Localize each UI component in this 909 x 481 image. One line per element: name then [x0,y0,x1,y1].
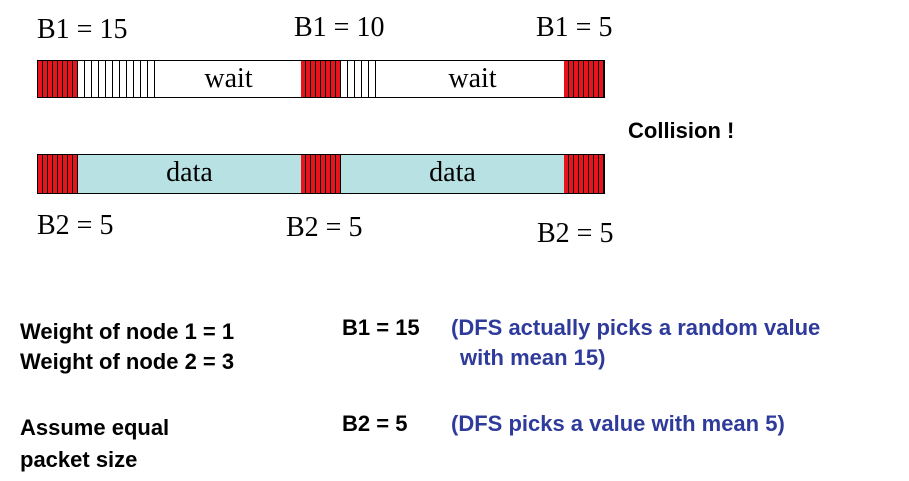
node1-wait-2: wait [381,61,564,97]
b2-label-2: B2 = 5 [286,212,363,243]
node1-slot-red-3 [564,61,604,97]
weight-node2-text: Weight of node 2 = 3 [20,349,235,374]
b2-label-3: B2 = 5 [537,218,614,249]
node2-slot-red-1 [38,155,78,193]
node2-data-1: data [78,155,301,193]
b2-explain-text: (DFS picks a value with mean 5) [451,411,785,436]
b1-label-3: B1 = 5 [536,12,613,43]
node1-slot-red-1 [38,61,78,97]
b1-explain-line2: with mean 15) [460,345,606,370]
node2-slot-red-3 [564,155,604,193]
weight-node1-text: Weight of node 1 = 1 [20,319,235,344]
node1-timeline-bar: wait wait [37,60,605,98]
b2-value-text: B2 = 5 [342,411,408,436]
node1-backoff-hatch-1 [78,61,156,97]
b1-explain-line1: (DFS actually picks a random value [451,315,821,340]
b1-label-1: B1 = 15 [37,14,128,45]
node2-slot-red-2 [301,155,341,193]
node2-data-2: data [341,155,564,193]
collision-label: Collision ! [628,118,735,143]
b1-value-text: B1 = 15 [342,315,420,340]
b2-label-1: B2 = 5 [37,210,114,241]
node1-slot-red-2 [301,61,341,97]
b1-label-2: B1 = 10 [294,12,385,43]
node2-timeline-bar: data data [37,154,605,194]
node1-backoff-hatch-2 [341,61,381,97]
node1-wait-1: wait [156,61,301,97]
assume-text-line2: packet size [20,447,138,472]
assume-text-line1: Assume equal [20,415,170,440]
